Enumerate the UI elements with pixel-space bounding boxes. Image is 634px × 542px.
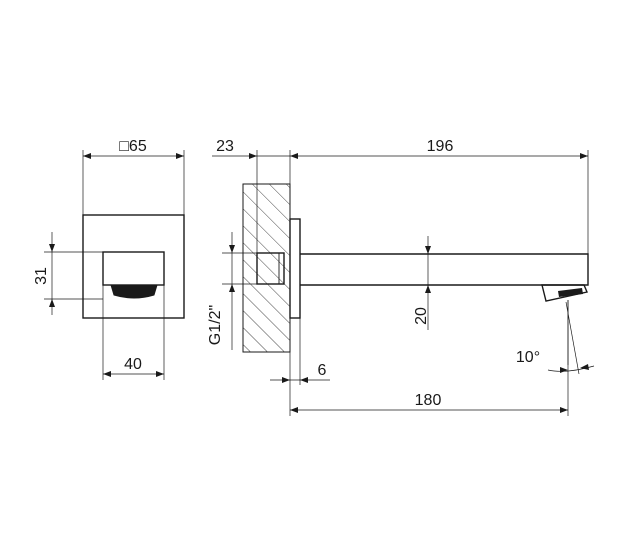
dim-square-label: □65	[119, 138, 147, 155]
wall-section	[242, 183, 291, 353]
spout-outlet-body	[102, 251, 165, 286]
spout-body	[300, 253, 589, 286]
dim-spout-height-20: 20	[413, 236, 431, 330]
side-view	[242, 183, 589, 353]
spout-outlet	[541, 284, 588, 302]
dim-angle-label: 10°	[516, 349, 540, 366]
dim-front-width-label: 40	[124, 356, 142, 373]
dim-wall-23: 23	[212, 138, 298, 253]
dim-reach-label: 180	[415, 392, 442, 409]
front-plate	[82, 214, 185, 319]
dim-total-196: 196	[290, 138, 589, 254]
dim-thread: G1/2"	[207, 232, 257, 350]
wall-flange	[289, 218, 301, 319]
dim-front-height-label: 31	[33, 267, 50, 285]
dim-square-65: □65	[82, 138, 185, 215]
dim-spout-height-label: 20	[413, 307, 430, 325]
dim-front-width-40: 40	[102, 285, 165, 380]
aerator-side	[558, 288, 583, 297]
dim-flange-label: 6	[318, 362, 327, 379]
threaded-connector	[256, 252, 285, 285]
dim-front-height-31: 31	[33, 232, 103, 315]
dim-flange-6: 6	[270, 318, 330, 416]
dim-total-label: 196	[427, 138, 454, 155]
dim-angle-10: 10°	[516, 300, 595, 375]
dim-thread-label: G1/2"	[207, 305, 224, 345]
front-view	[82, 214, 185, 319]
aerator-outlet	[110, 284, 158, 299]
dim-wall-label: 23	[216, 138, 234, 155]
